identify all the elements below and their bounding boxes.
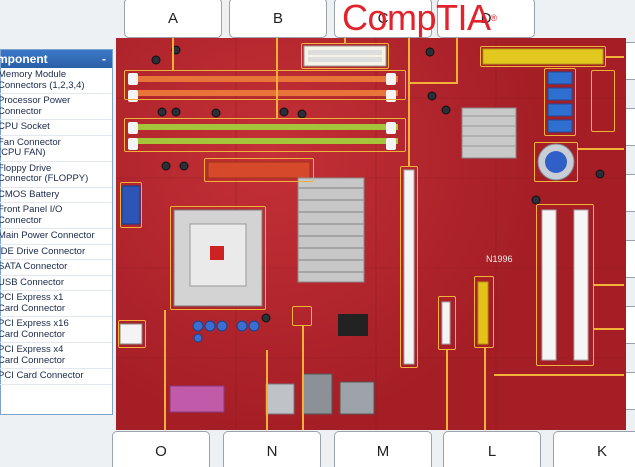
highlight-main-power[interactable] [301, 43, 389, 69]
highlight-memory-b[interactable] [124, 118, 406, 152]
highlight-usb[interactable] [292, 306, 312, 326]
leader-line-o [164, 310, 166, 430]
leader-line-side-1 [606, 56, 624, 58]
highlight-pcie-x4[interactable] [474, 276, 494, 348]
highlight-cpu-power[interactable] [118, 320, 146, 348]
leader-line-side-2 [578, 148, 624, 150]
label-box-o[interactable]: O [112, 431, 210, 467]
logo-text: CompTIA [342, 0, 491, 38]
highlight-pci[interactable] [536, 204, 594, 366]
component-item[interactable]: PCI Express x1 Card Connector [0, 291, 112, 317]
label-box-k[interactable]: K [553, 431, 635, 467]
leader-line-c [344, 38, 346, 43]
label-o: O [155, 442, 167, 460]
label-c: C [377, 9, 389, 27]
label-n: N [266, 442, 278, 460]
comptia-logo: CompTIA® [342, 0, 497, 36]
label-box-a[interactable]: A [124, 0, 222, 38]
component-item[interactable]: PCI Card Connector [0, 369, 112, 385]
board-model-text: N1996 [486, 254, 513, 264]
component-item[interactable]: SATA Connector [0, 260, 112, 276]
label-a: A [167, 9, 178, 27]
label-k: K [596, 442, 607, 460]
label-box-n[interactable]: N [223, 431, 321, 467]
highlight-sata[interactable] [544, 68, 576, 136]
component-item[interactable]: Main Power Connector [0, 229, 112, 245]
component-item[interactable]: Processor Power Connector [0, 94, 112, 120]
leader-line-d [456, 38, 458, 82]
highlight-cmos[interactable] [534, 142, 578, 182]
component-items: Memory Module Connectors (1,2,3,4)Proces… [0, 68, 112, 385]
component-list-header: mponent - [0, 50, 112, 68]
highlight-ide[interactable] [480, 46, 606, 67]
component-item[interactable]: USB Connector [0, 276, 112, 291]
label-box-d[interactable]: D [437, 0, 535, 38]
highlight-cpu-socket[interactable] [170, 206, 266, 310]
component-item[interactable]: Floppy Drive Connector (FLOPPY) [0, 162, 112, 188]
component-list-panel: mponent - Memory Module Connectors (1,2,… [0, 49, 113, 415]
collapse-button[interactable]: - [102, 52, 106, 66]
leader-line-side-5 [594, 328, 624, 330]
label-d: D [480, 9, 492, 27]
component-item[interactable]: Fan Connector (CPU FAN) [0, 136, 112, 162]
leader-line-l2 [484, 348, 486, 430]
component-item[interactable]: PCI Express x16 Card Connector [0, 317, 112, 343]
leader-line-n [266, 350, 268, 430]
highlight-floppy[interactable] [204, 158, 314, 182]
component-item[interactable]: CPU Socket [0, 120, 112, 136]
component-item[interactable]: Memory Module Connectors (1,2,3,4) [0, 68, 112, 94]
component-item[interactable]: CMOS Battery [0, 188, 112, 203]
label-box-m[interactable]: M [334, 431, 432, 467]
label-box-c[interactable]: C [334, 0, 432, 38]
leader-line-c2 [408, 38, 410, 166]
highlight-front-panel[interactable] [120, 182, 142, 228]
motherboard-drawing: N1996 [116, 38, 626, 430]
highlight-pcie-x1[interactable] [438, 296, 456, 350]
highlight-memory-a[interactable] [124, 70, 406, 100]
component-item[interactable]: Front Panel I/O Connector [0, 203, 112, 229]
component-item[interactable]: PCI Express x4 Card Connector [0, 343, 112, 369]
highlight-right-header[interactable] [591, 70, 615, 132]
highlight-pcie-x16[interactable] [400, 166, 418, 368]
leader-line-m [302, 326, 304, 430]
label-box-l[interactable]: L [443, 431, 541, 467]
leader-line-l [446, 350, 448, 430]
leader-line-side-6 [494, 374, 624, 376]
label-b: B [272, 9, 283, 27]
logo-trademark: ® [490, 13, 498, 23]
leader-line-side-4 [594, 284, 624, 286]
label-box-b[interactable]: B [229, 0, 327, 38]
leader-line-d2 [408, 82, 458, 84]
component-list-title: mponent [0, 52, 48, 66]
label-m: M [376, 442, 390, 460]
leader-line-a [172, 38, 174, 70]
label-l: L [487, 442, 497, 460]
motherboard-image: N1996 [116, 38, 626, 430]
component-item[interactable]: IDE Drive Connector [0, 245, 112, 260]
leader-line-b [276, 38, 278, 118]
